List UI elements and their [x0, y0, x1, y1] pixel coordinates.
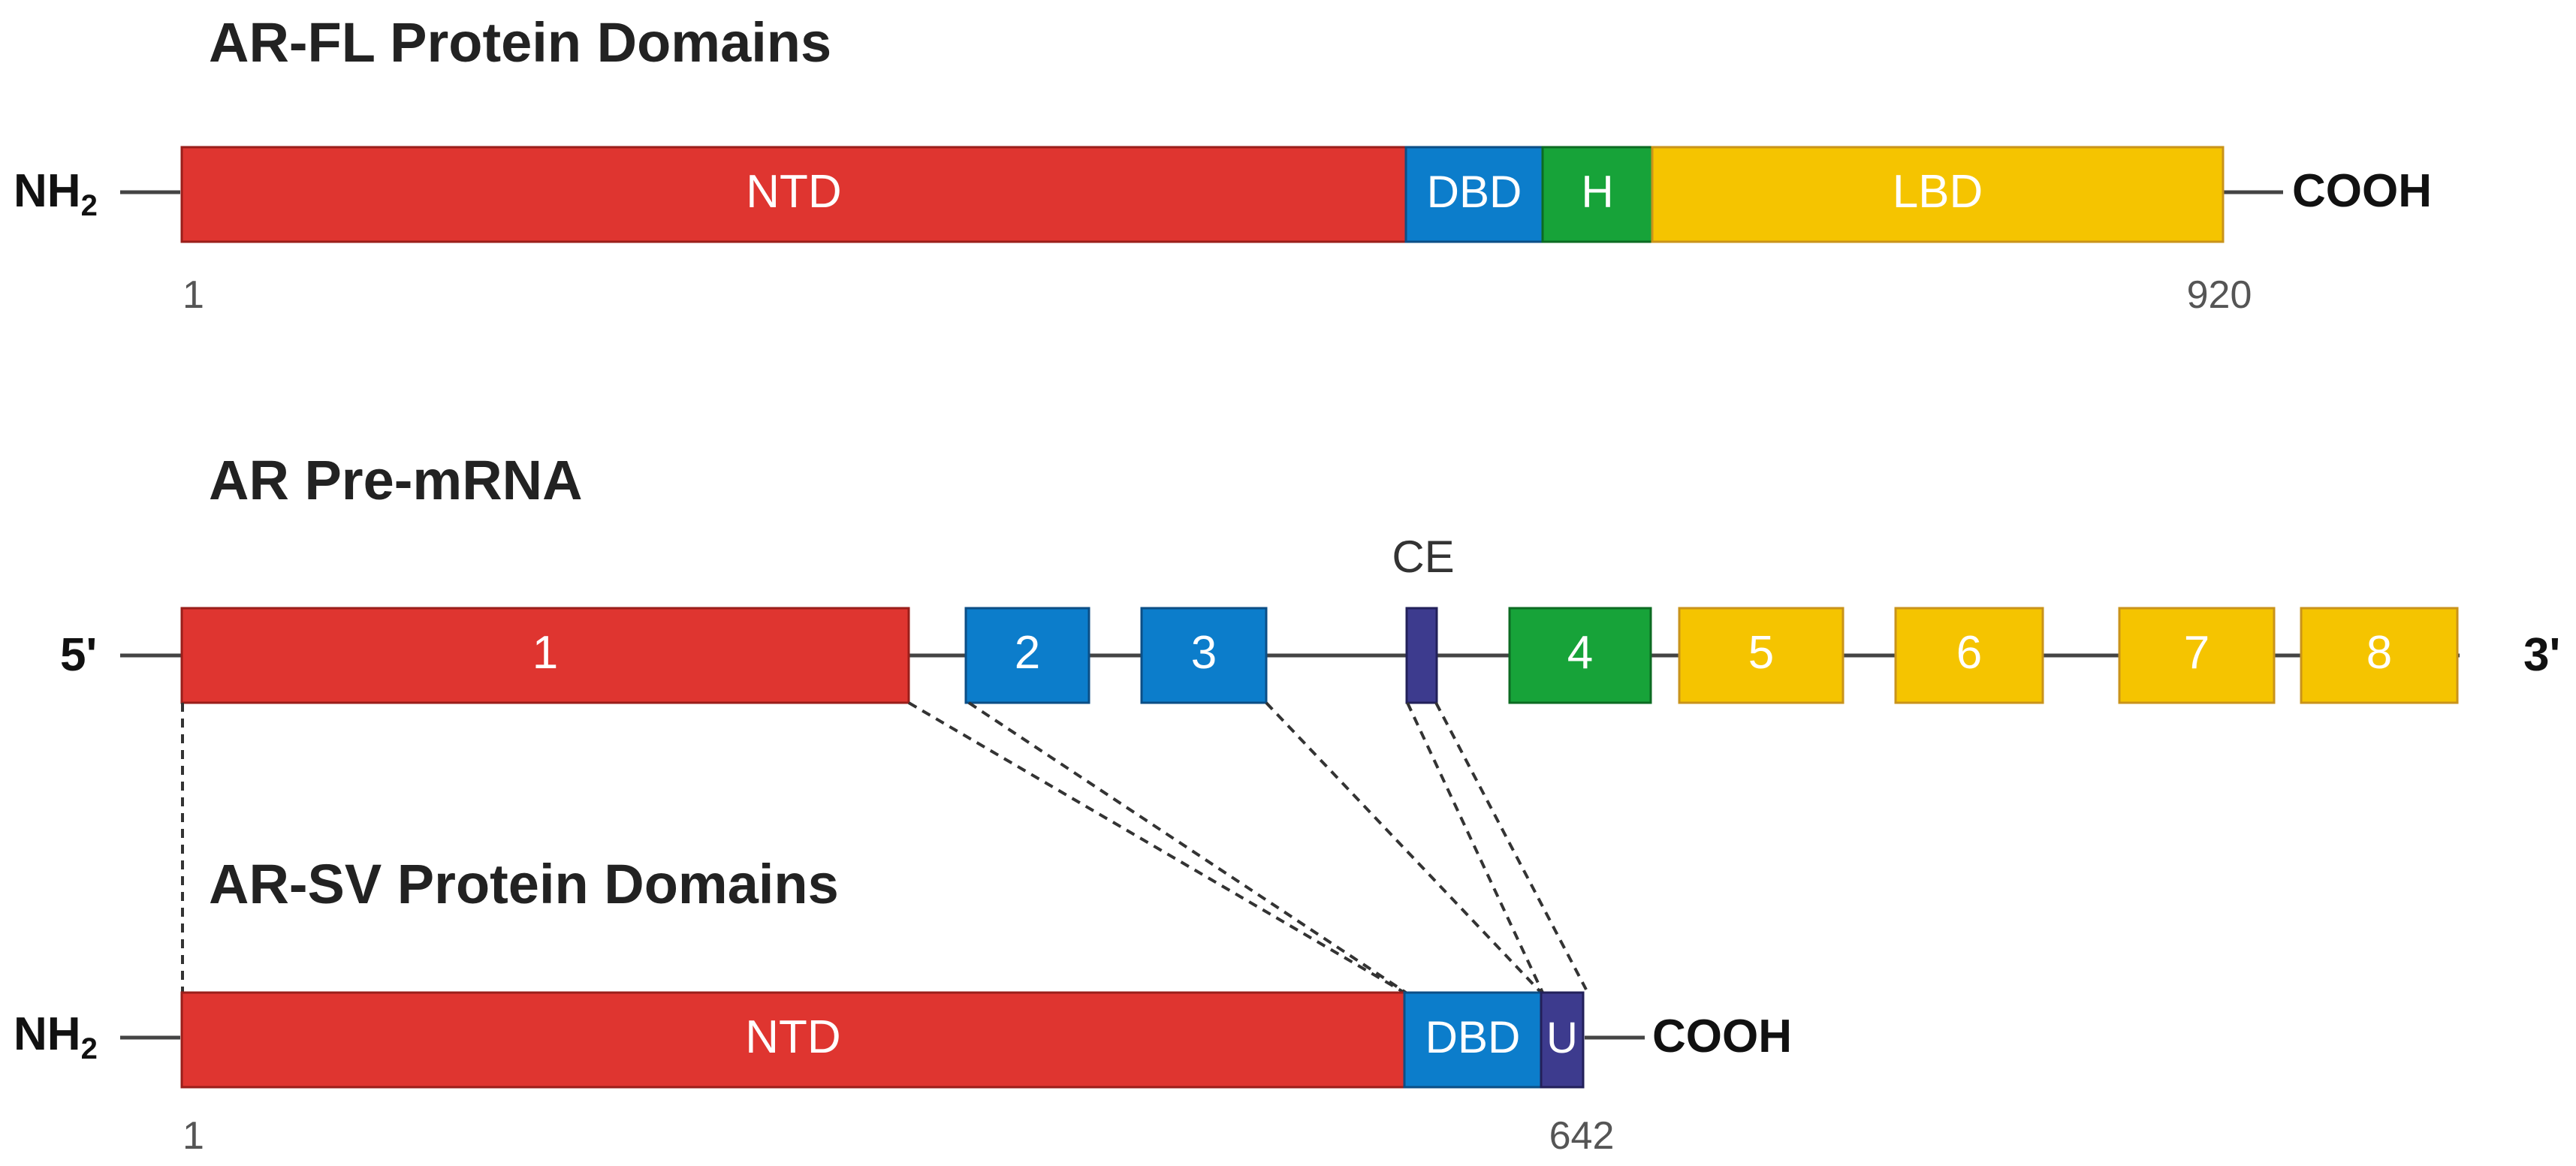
fl-domain-lbd-box [1651, 146, 2225, 243]
exon-1: 1 [180, 607, 910, 704]
exon-7-box [2118, 607, 2276, 704]
exon-3-label: 3 [1191, 627, 1217, 679]
exon-ce [1405, 607, 1438, 704]
fl-domain-h: H [1541, 146, 1654, 243]
exon-1-label: 1 [532, 627, 558, 679]
exon-5-box [1678, 607, 1845, 704]
fl-c-terminus-label: COOH [2292, 165, 2432, 217]
five-prime-label: 5' [60, 629, 97, 681]
splicing-connectors [181, 701, 1588, 994]
sv-domain-u-label: U [1546, 1014, 1578, 1062]
connector-exon3-right [1265, 701, 1543, 994]
fl-domain-lbd: LBD [1651, 146, 2225, 243]
exon-8-label: 8 [2366, 627, 2392, 679]
exon-3-box [1140, 607, 1268, 704]
sv-end-position: 642 [1549, 1114, 1615, 1158]
sv-domain-ntd-label: NTD [745, 1011, 840, 1063]
exon-7: 7 [2118, 607, 2276, 704]
sv-domain-dbd: DBD [1403, 991, 1543, 1089]
fl-domain-ntd-label: NTD [746, 166, 841, 218]
exon-8-box [2300, 607, 2459, 704]
exon-7-label: 7 [2184, 627, 2210, 679]
exon-3: 3 [1140, 607, 1268, 704]
exon-2-label: 2 [1015, 627, 1040, 679]
sv-c-terminus-label: COOH [1652, 1011, 1792, 1062]
sv-section-title: AR-SV Protein Domains [209, 853, 839, 915]
mrna-section-title: AR Pre-mRNA [209, 449, 583, 511]
exon-6: 6 [1894, 607, 2044, 704]
exon-2-box [964, 607, 1090, 704]
exon-1-box [180, 607, 910, 704]
exon-6-box [1894, 607, 2044, 704]
connector-exon1-right [907, 701, 1406, 994]
fl-domain-dbd-label: DBD [1427, 167, 1522, 217]
sv-domain-ntd-box [180, 991, 1406, 1089]
sv-n-terminus-label: NH2 [14, 1008, 98, 1065]
exon-4: 4 [1508, 607, 1652, 704]
fl-section-title: AR-FL Protein Domains [209, 11, 831, 74]
fl-domain-dbd: DBD [1404, 146, 1544, 243]
exon-5: 5 [1678, 607, 1845, 704]
exon-2: 2 [964, 607, 1090, 704]
fl-domain-ntd: NTD [180, 146, 1407, 243]
sv-start-position: 1 [182, 1114, 204, 1158]
fl-domain-dbd-box [1404, 146, 1544, 243]
sv-domain-u: U [1540, 991, 1585, 1089]
exon-8: 8 [2300, 607, 2459, 704]
fl-domain-lbd-label: LBD [1893, 166, 1983, 218]
exon-4-label: 4 [1567, 627, 1593, 679]
fl-domain-ntd-box [180, 146, 1407, 243]
fl-domain-h-label: H [1581, 167, 1613, 217]
connector-ce-right [1434, 702, 1588, 990]
fl-end-position: 920 [2187, 273, 2252, 317]
exon-ce-box [1405, 607, 1438, 704]
ce-label: CE [1392, 532, 1454, 582]
sv-domain-dbd-label: DBD [1425, 1012, 1521, 1062]
exon-6-label: 6 [1956, 627, 1982, 679]
three-prime-label: 3' [2523, 629, 2560, 681]
connector-exon2-left [967, 701, 1407, 994]
sv-domain-ntd: NTD [180, 991, 1406, 1089]
fl-start-position: 1 [182, 273, 204, 317]
fl-n-terminus-label: NH2 [14, 165, 98, 222]
fl-domain-h-box [1541, 146, 1654, 243]
exon-5-label: 5 [1748, 627, 1774, 679]
connector-ce-left [1406, 702, 1544, 993]
sv-domain-u-box [1540, 991, 1585, 1089]
exon-4-box [1508, 607, 1652, 704]
